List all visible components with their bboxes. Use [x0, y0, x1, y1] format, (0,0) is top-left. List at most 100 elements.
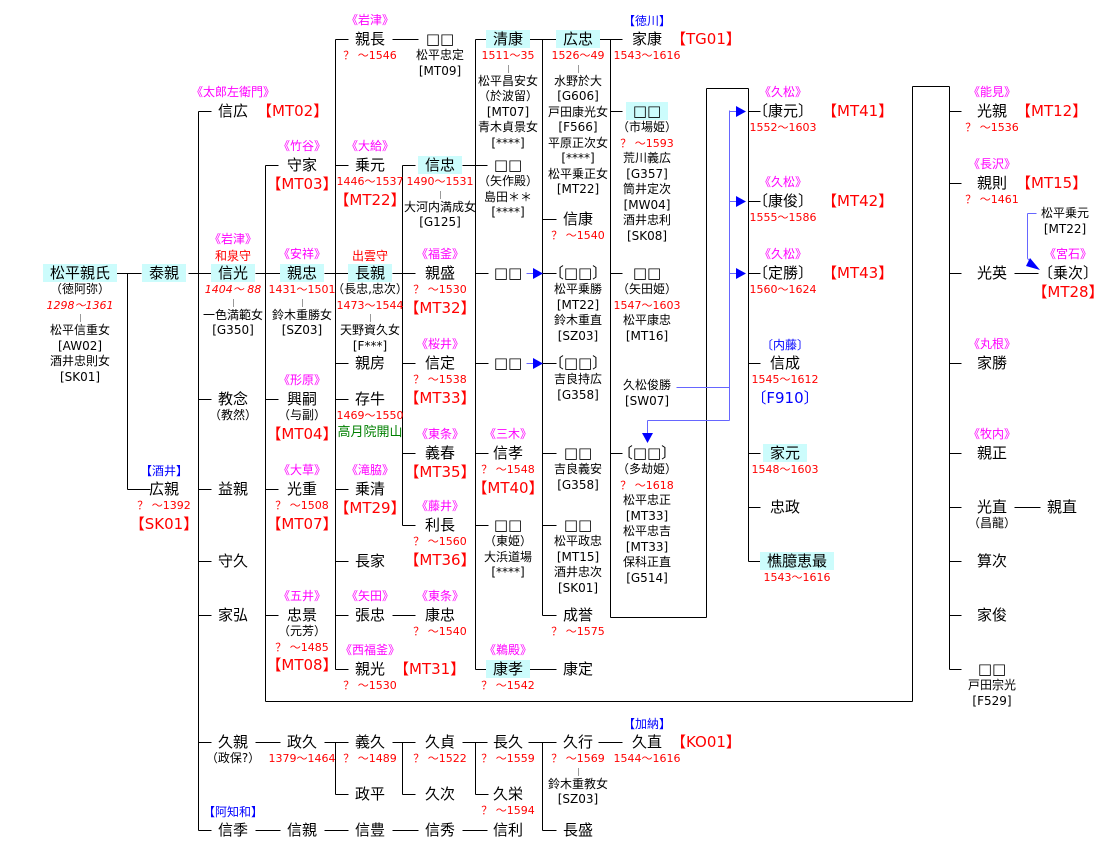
name-row: 益親	[148, 480, 318, 498]
name-row: 親忠	[217, 264, 387, 282]
clan-code-link[interactable]: 【MT22】	[334, 190, 406, 209]
clan-code-link[interactable]: 【MT15】	[1016, 174, 1088, 192]
clan-code-link[interactable]: 【MT40】	[472, 478, 544, 497]
clan-code-link[interactable]: 【MT12】	[1016, 102, 1088, 120]
note-text: [G358]	[557, 477, 599, 492]
life-dates: 1548〜1603	[751, 463, 819, 476]
name-row: 松平親氏	[0, 264, 165, 282]
name-row: □□	[493, 444, 663, 462]
person-name: 光直	[970, 498, 1014, 516]
person-node: 《久松》〔康元〕【MT41】1552〜1603	[698, 82, 894, 136]
clan-code-link[interactable]: 【MT36】	[404, 550, 476, 569]
clan-code-link[interactable]: 【MT03】	[266, 175, 338, 193]
person-name: 信豊	[348, 821, 392, 839]
person-name-text: 親直	[1046, 498, 1077, 516]
person-name: 存牛	[348, 390, 392, 408]
person-name: 親房	[348, 354, 392, 372]
note-text: 松平乗勝	[553, 282, 602, 296]
person-name: □□	[626, 264, 668, 282]
clan-code-link[interactable]: 【KO01】	[671, 733, 741, 751]
person-node: 《三木》信孝？ 〜1548【MT40】	[423, 424, 593, 499]
house-label: 《滝脇》	[345, 463, 394, 477]
clan-code-link[interactable]: 【MT29】	[334, 499, 406, 517]
person-node: 《滝脇》乗清【MT29】	[285, 460, 455, 519]
person-name: 光英	[970, 264, 1014, 282]
person-node: 信康？ 〜1540	[493, 210, 663, 244]
person-node: 光直（昌龍）	[907, 498, 1077, 532]
life-dates: ？ 〜1560	[413, 535, 467, 548]
person-name-text: 長親	[354, 264, 385, 282]
person-node: 《岩津》親長？ 〜1546	[285, 10, 455, 64]
name-row: 乗清	[285, 480, 455, 498]
clan-code-link[interactable]: 【MT04】	[266, 424, 338, 443]
person-name-text: 忠景	[286, 606, 317, 624]
note-text: [****]	[491, 135, 525, 150]
person-node: □□（東姫）大浜道場[****]	[423, 516, 593, 581]
note-text: （政保?）	[205, 751, 261, 765]
person-name-text: 存牛	[354, 390, 385, 408]
person-name: 〔定勝〕【MT43】	[746, 264, 893, 282]
clan-code-link[interactable]: 【MT35】	[404, 463, 476, 481]
clan-label: 【酒井】	[139, 464, 188, 478]
person-node: 《矢田》張忠	[285, 586, 455, 624]
clan-code-link[interactable]: 【MT08】	[266, 656, 338, 674]
arrow-icon	[533, 358, 543, 369]
person-name: 〔□□〕	[611, 444, 683, 462]
person-name: 信利	[486, 821, 530, 839]
house-label: 《大草》	[277, 463, 326, 477]
person-node: 《久松》〔康俊〕【MT42】1555〜1586	[698, 172, 894, 226]
house-label: 《久松》	[758, 247, 807, 261]
person-name-text: 久親	[217, 733, 248, 751]
name-row: 守久	[148, 552, 318, 570]
note-text: 吉良持広	[553, 372, 602, 386]
person-name: 算次	[970, 552, 1014, 570]
clan-code-link[interactable]: 【MT02】	[257, 102, 329, 120]
arrow-icon	[736, 268, 746, 279]
person-node: 長家	[285, 552, 455, 570]
clan-code-link[interactable]: 【TG01】	[671, 30, 741, 48]
clan-code-link[interactable]: 【MT31】	[394, 660, 466, 678]
note-text: 松平乗正女	[547, 166, 608, 181]
life-dates: ？ 〜1530	[413, 283, 467, 296]
person-node: 《宮石》〔乗次〕【MT28】	[983, 244, 1103, 303]
clan-code-link[interactable]: 【MT42】	[822, 192, 894, 210]
house-label: 《福釜》	[415, 247, 464, 261]
person-node: 【阿知和】信季	[148, 803, 318, 839]
person-name-text: 守家	[286, 156, 317, 174]
clan-code-link[interactable]: 【MT41】	[822, 102, 894, 120]
clan-code-link[interactable]: 【MT32】	[404, 298, 476, 317]
person-node: 親直	[977, 498, 1103, 516]
note-text: [MT16]	[625, 328, 669, 343]
person-name-text: 〔康元〕	[752, 102, 813, 120]
note-text: （市場姫）	[616, 120, 677, 134]
person-node: 《丸根》家勝	[907, 334, 1077, 372]
person-node: 政平	[285, 785, 455, 803]
person-node: 松平乗元[MT22]	[980, 206, 1103, 237]
note-text: （与副）	[277, 408, 326, 422]
name-row: 親直	[977, 498, 1103, 516]
clan-code-link[interactable]: 【MT33】	[404, 388, 476, 407]
house-label: 《西福釜》	[339, 643, 400, 657]
clan-code-link[interactable]: 【MT07】	[266, 514, 338, 533]
note-text: [MT22]	[1043, 221, 1087, 236]
person-node: 長盛	[493, 821, 663, 839]
clan-code-link[interactable]: 〔F910〕	[751, 388, 819, 407]
clan-code-link[interactable]: 【MT28】	[1032, 283, 1103, 301]
person-name: 長盛	[556, 821, 600, 839]
person-name-text: 親忠	[286, 264, 317, 282]
note-text: [****]	[491, 565, 525, 579]
clan-code-link[interactable]: 【SK01】	[129, 514, 199, 533]
life-dates: 1431〜1501	[268, 283, 336, 296]
person-name: 張忠	[348, 606, 392, 624]
person-name-text: 〔乗次〕	[1037, 264, 1098, 282]
clan-code-link[interactable]: 【MT43】	[822, 264, 894, 282]
person-node: 《西福釜》親光【MT31】？ 〜1530	[285, 640, 465, 694]
name-row: 信秀	[355, 821, 525, 839]
person-node: □□吉良義安[G358]	[493, 444, 663, 493]
person-node: 《藤井》利長？ 〜1560【MT36】	[355, 496, 525, 571]
person-node: □□戸田宗光[F529]	[907, 660, 1077, 709]
name-row: 親盛	[355, 264, 525, 282]
name-row: 親光【MT31】	[285, 660, 465, 678]
person-name-text: 親光	[354, 660, 385, 678]
